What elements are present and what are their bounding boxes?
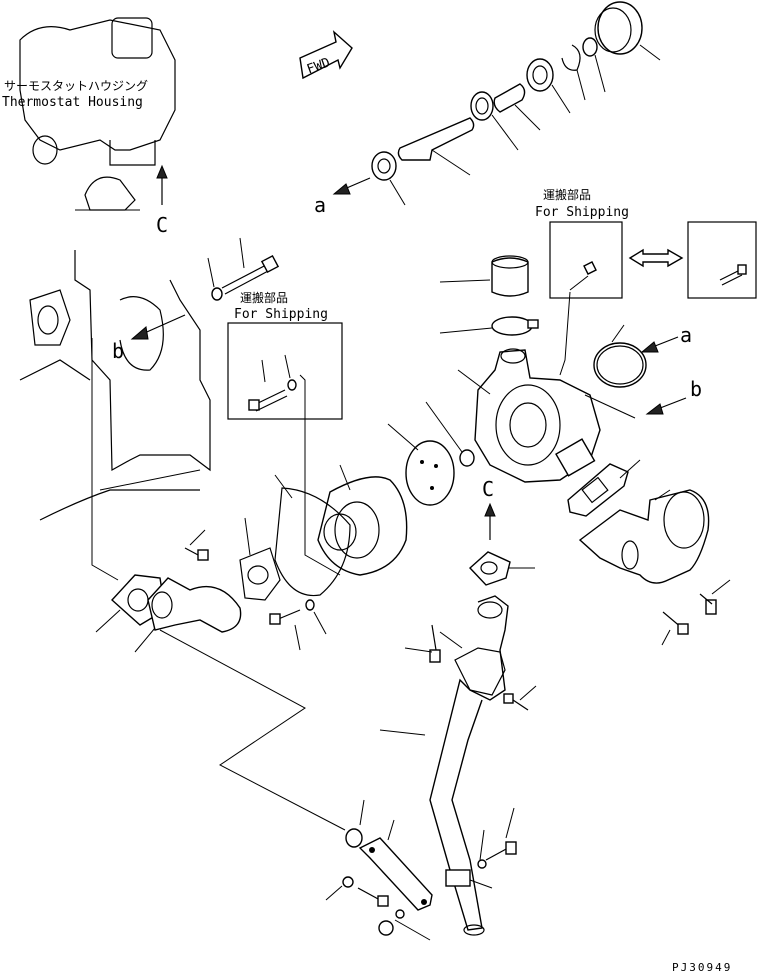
ref-c-top: C [156, 213, 168, 237]
ref-arrow-a-right: a [640, 323, 692, 353]
bolt-upper [207, 237, 280, 301]
ref-a-top: a [314, 193, 326, 217]
shipping-label-en-right: For Shipping [535, 205, 629, 220]
thermostat-housing [19, 17, 176, 211]
drawing-code: PJ30949 [672, 961, 732, 974]
o-ring [593, 324, 647, 388]
hardware-bottom [325, 799, 517, 941]
ref-arrow-b-left: b [112, 314, 186, 363]
fwd-arrow: FWD [299, 30, 353, 80]
water-pump [425, 255, 636, 483]
shipping-label-en-left: For Shipping [234, 307, 328, 322]
bolt-mid [269, 599, 327, 651]
engine-block [19, 250, 211, 521]
leader-lines [91, 291, 571, 831]
ref-b-left: b [112, 339, 124, 363]
ref-b-right: b [690, 377, 702, 401]
elbow-right [578, 489, 731, 646]
gasket-right [567, 459, 641, 517]
bracket [358, 819, 493, 911]
ref-a-right: a [680, 323, 692, 347]
elbow-left [95, 529, 242, 653]
ref-arrow-c-mid: C [482, 477, 496, 540]
ref-c-mid: C [482, 477, 494, 501]
thermostat-label-en: Thermostat Housing [2, 95, 143, 110]
ref-arrow-a-top: a [314, 177, 371, 217]
thermostat-label-jp: サーモスタットハウジング [4, 79, 148, 93]
shipping-box-right: 運搬部品 For Shipping [535, 187, 757, 299]
bypass-pipe [379, 595, 537, 936]
impeller-plate [387, 423, 455, 506]
shipping-label-jp-left: 運搬部品 [240, 290, 288, 305]
shaft-assembly [371, 1, 661, 206]
ref-arrow-c-top: C [156, 164, 168, 237]
ref-arrow-b-right: b [645, 377, 702, 415]
pump-cover [239, 464, 408, 601]
shipping-box-left: 運搬部品 For Shipping [227, 290, 343, 420]
shipping-label-jp-right: 運搬部品 [543, 187, 591, 202]
small-gasket [468, 551, 535, 586]
